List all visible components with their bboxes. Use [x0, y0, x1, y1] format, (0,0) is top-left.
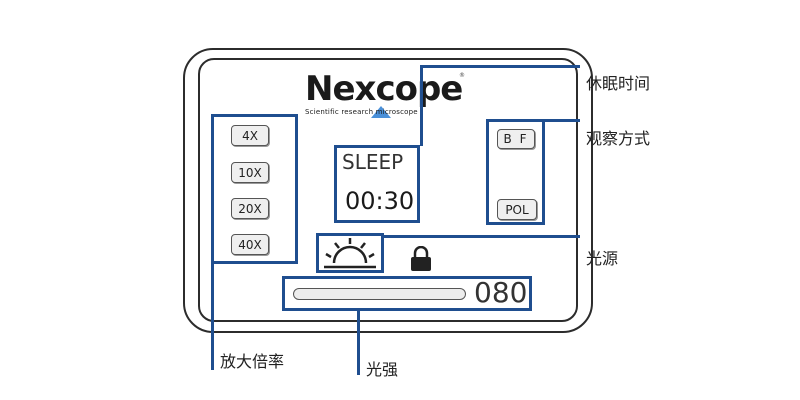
- sleep-highlight: [334, 145, 420, 223]
- brightfield-button[interactable]: B F: [497, 129, 535, 149]
- sleep-callout-line-h: [420, 65, 580, 68]
- observation-callout-line: [545, 119, 580, 122]
- logo-triangle-icon: [371, 106, 391, 118]
- mag-4x-button[interactable]: 4X: [231, 125, 269, 146]
- light-source-highlight: [316, 233, 384, 273]
- mag-10x-button[interactable]: 10X: [231, 162, 269, 183]
- mag-40x-button[interactable]: 40X: [231, 234, 269, 255]
- intensity-highlight: [282, 276, 532, 311]
- magnification-callout-line: [211, 264, 214, 370]
- nexcope-logo: Nexcope Scientific research microscope ®: [305, 70, 465, 130]
- magnification-highlight: [211, 114, 298, 264]
- lock-icon[interactable]: [409, 246, 433, 272]
- sun-icon[interactable]: [322, 236, 378, 270]
- sleep-time-value[interactable]: 00:30: [345, 187, 415, 215]
- sleep-callout-line-v: [420, 66, 423, 146]
- intensity-slider[interactable]: [293, 288, 466, 300]
- light-source-callout: 光源: [586, 249, 619, 268]
- sleep-time-callout: 休眠时间: [586, 74, 651, 93]
- observation-mode-callout: 观察方式: [586, 129, 651, 148]
- mag-20x-button[interactable]: 20X: [231, 198, 269, 219]
- magnification-callout: 放大倍率: [220, 352, 285, 371]
- intensity-callout-line: [357, 311, 360, 375]
- logo-wordmark: Nexcope: [305, 69, 463, 109]
- polarized-button[interactable]: POL: [497, 199, 537, 220]
- light-source-callout-line: [384, 235, 580, 238]
- logo-tagline: Scientific research microscope: [305, 108, 418, 116]
- registered-mark: ®: [459, 72, 465, 79]
- intensity-value: 080: [474, 276, 528, 309]
- sleep-label: SLEEP: [342, 150, 404, 174]
- light-intensity-callout: 光强: [366, 360, 399, 379]
- observation-highlight: [486, 119, 545, 225]
